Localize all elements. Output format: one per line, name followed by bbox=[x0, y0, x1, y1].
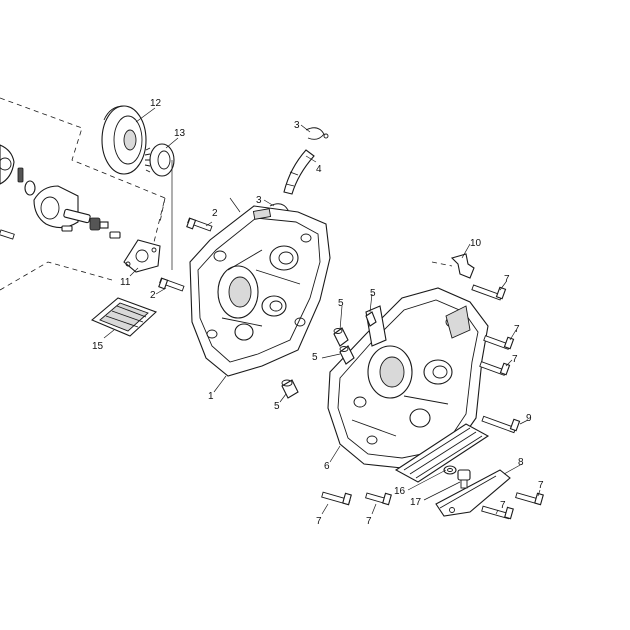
strainer-screen-part-15 bbox=[90, 297, 158, 337]
callout-2-upper: 2 bbox=[212, 208, 218, 219]
hose-clamp-upper-part-3 bbox=[305, 127, 329, 140]
gear-wheel-part-12 bbox=[101, 105, 147, 175]
small-bolt-left-edge bbox=[0, 229, 15, 240]
dowel-pin-upper-5 bbox=[333, 327, 349, 347]
callout-7-lower-mid: 7 bbox=[366, 516, 372, 527]
callout-4: 4 bbox=[316, 164, 322, 175]
callout-10: 10 bbox=[470, 238, 482, 249]
callout-1: 1 bbox=[208, 391, 214, 402]
dowel-pin-right-5 bbox=[365, 311, 377, 327]
callout-6: 6 bbox=[324, 461, 330, 472]
callout-5-left: 5 bbox=[338, 298, 344, 309]
callout-labels: 12 13 3 4 3 2 10 11 2 7 5 5 15 7 5 7 1 5… bbox=[92, 98, 544, 527]
callout-7-lower-left: 7 bbox=[316, 516, 322, 527]
drain-plug-part-17 bbox=[457, 469, 471, 489]
callout-5-lower: 5 bbox=[274, 401, 280, 412]
oil-pan-ribbed-cover bbox=[394, 423, 490, 483]
bolt-part-9 bbox=[481, 415, 521, 434]
bolt-part-2-lower bbox=[158, 277, 185, 292]
bolt-part-7-mid bbox=[483, 335, 515, 350]
bolt-part-7-top bbox=[471, 284, 507, 301]
hose-part-4 bbox=[283, 149, 315, 195]
callout-8: 8 bbox=[518, 457, 524, 468]
dowel-pin-mid-5 bbox=[339, 345, 355, 365]
callout-7-mid: 7 bbox=[514, 324, 520, 335]
left-crankcase-part-1 bbox=[189, 205, 331, 377]
oil-pump-assembly bbox=[0, 144, 121, 240]
bolt-part-7-far-right bbox=[515, 492, 544, 506]
callout-3-upper: 3 bbox=[294, 120, 300, 131]
bolt-part-7-lower-left bbox=[321, 491, 352, 506]
callout-7-far-right: 7 bbox=[538, 480, 544, 491]
dashed-assembly-lines bbox=[0, 97, 166, 291]
bolt-part-7-mid2 bbox=[479, 361, 511, 376]
callout-16: 16 bbox=[394, 486, 406, 497]
bolt-part-2-upper bbox=[186, 217, 213, 232]
breather-guide-line bbox=[431, 261, 453, 267]
callout-2-lower: 2 bbox=[150, 290, 156, 301]
callout-5-mid: 5 bbox=[312, 352, 318, 363]
bracket-part-8 bbox=[435, 469, 511, 517]
callout-9: 9 bbox=[526, 413, 532, 424]
washer-part-16 bbox=[443, 465, 457, 475]
gasket-plate-part-11 bbox=[123, 239, 161, 273]
callout-15: 15 bbox=[92, 341, 104, 352]
callout-13: 13 bbox=[174, 128, 186, 139]
dowel-pin-lower-5 bbox=[281, 379, 299, 399]
callout-7-mid2: 7 bbox=[512, 354, 518, 365]
right-crankcase-part-6 bbox=[327, 287, 489, 469]
callout-5-right: 5 bbox=[370, 288, 376, 299]
callout-11: 11 bbox=[120, 277, 131, 288]
callout-3-lower: 3 bbox=[256, 195, 262, 206]
callout-7-lower-right: 7 bbox=[500, 500, 506, 511]
callout-7-top: 7 bbox=[504, 274, 510, 285]
breather-elbow-part-10 bbox=[450, 253, 475, 279]
callout-12: 12 bbox=[150, 98, 162, 109]
bolt-part-7-lower-mid bbox=[365, 492, 392, 506]
small-gear-part-13 bbox=[144, 143, 175, 177]
leader-lines bbox=[103, 107, 541, 515]
callout-17: 17 bbox=[410, 497, 422, 508]
bolt-part-7-lower-right bbox=[481, 505, 514, 520]
